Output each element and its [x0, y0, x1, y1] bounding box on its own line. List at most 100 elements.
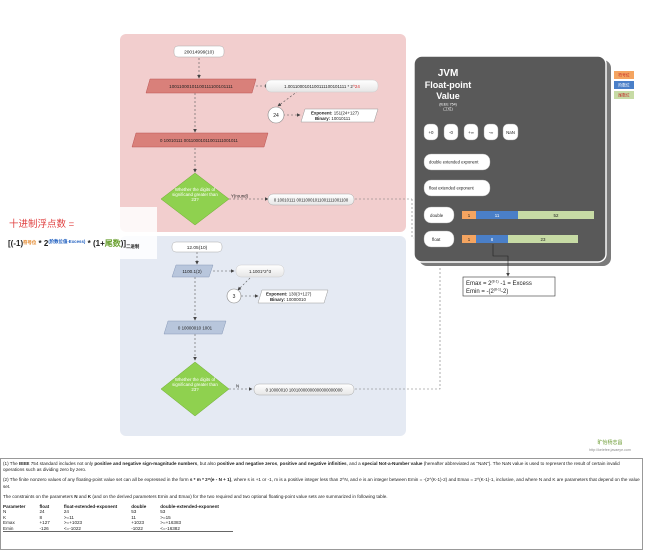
- ieee-notes: (1) The IEEE 754 standard includes not o…: [0, 458, 643, 550]
- blue-decision-diamond: [160, 361, 230, 417]
- note3-k: K: [87, 493, 92, 499]
- emin-line: Emin = -(2(8-1)-2): [466, 288, 508, 296]
- note1-pre: (1) The: [3, 461, 19, 466]
- note3-pre: The constraints on the parameters: [3, 493, 75, 499]
- table-cell: >=15: [160, 514, 171, 520]
- note3-mid: and: [77, 493, 88, 499]
- note1-bold-4: special Not-a-Number value: [361, 461, 423, 466]
- emax-emin-box: [462, 276, 556, 297]
- special-neg-zero: [443, 123, 459, 141]
- float-conversion-diagram: 20014999(10) 10011000101100111100101111 …: [8, 34, 634, 452]
- note2-formula: s * m * 2^(e - N + 1): [189, 477, 232, 483]
- red-exponent-badge-text: 24: [273, 113, 279, 119]
- float-exponent-bits-text: 8: [491, 237, 494, 242]
- note1-mid: 754 standard includes not only: [29, 461, 95, 466]
- float-mantissa-bits-text: 23: [541, 237, 546, 242]
- blue-exponent-badge: [226, 288, 242, 304]
- formula-open: [(-1): [8, 239, 23, 248]
- special-nan-text: NaN: [506, 130, 515, 135]
- double-mantissa-bits-text: 52: [554, 213, 559, 218]
- table-cell: <=-16382: [160, 525, 180, 531]
- jvm-title-2: Float-point: [425, 80, 472, 90]
- table-row: Emax +127 >=+1023 +1023 >=+16383: [3, 520, 233, 525]
- special-neg-zero-text: -0: [449, 130, 453, 135]
- emax-post: -1 = Excess: [499, 281, 532, 287]
- blue-assembled-text: 0 10000010 1001: [178, 326, 213, 331]
- table-cell: -126: [39, 525, 49, 531]
- note1-sep: ,: [277, 461, 280, 466]
- note-paragraph-1: (1) The IEEE 754 standard includes not o…: [3, 461, 640, 473]
- table-row: N 24 24 53 53: [3, 509, 233, 514]
- red-binary-label: Binary:: [315, 116, 331, 121]
- emax-line: Emax = 2(8-1) -1 = Excess: [466, 280, 532, 288]
- parameter-table-header: Parameter float float-extended-exponent …: [3, 504, 233, 509]
- blue-binary-line: Binary: 10000010: [270, 297, 306, 302]
- special-pos-inf-text: +∞: [468, 130, 474, 135]
- red-decision-diamond: [160, 172, 230, 226]
- blue-exponent-box: [257, 289, 329, 304]
- table-rule-cell: [3, 531, 233, 533]
- th-parameter: Parameter: [3, 504, 26, 510]
- double-sign-bits: [462, 211, 476, 219]
- formula-mantissa: 尾数: [104, 238, 122, 248]
- red-exponent-badge: [267, 106, 285, 124]
- red-normalized-exponent: ^24: [353, 84, 361, 89]
- blue-exponent-value: 130(3+127): [289, 292, 312, 297]
- jvm-title-3: Value: [436, 91, 460, 101]
- table-cell: >=+1023: [63, 520, 83, 526]
- red-binary-value: 10010111: [331, 116, 350, 121]
- note-paragraph-3: The constraints on the parameters N and …: [3, 494, 640, 500]
- table-cell: -1022: [131, 525, 143, 531]
- blue-decision-label-wrap: Whether the digits of significand greate…: [172, 377, 218, 392]
- double-mantissa-bits: [518, 211, 594, 219]
- blue-padded-box: [253, 383, 355, 396]
- formula-title: 十进制浮点数 =: [9, 218, 75, 230]
- table-rule: [3, 531, 233, 533]
- jvm-specials: +0 -0 +∞ -∞ NaN: [423, 123, 519, 141]
- red-rounded-text: 0 10010111 00110001011001111001100: [274, 198, 349, 203]
- red-yes-label: Y(round): [231, 194, 249, 199]
- jvm-title-1: JVM: [438, 68, 459, 79]
- blue-binary-label: Binary:: [270, 297, 286, 302]
- note1-ieee: IEEE: [19, 461, 30, 466]
- type-float-text: float: [432, 237, 441, 242]
- table-row: K 8 >=11 11 >=15: [3, 515, 233, 520]
- double-bit-layout: 1 11 52: [462, 211, 594, 219]
- table-cell: >=+16383: [160, 520, 182, 526]
- float-sign-bits: [462, 235, 476, 243]
- jvm-subtitle: (工位): [443, 106, 453, 111]
- special-neg-inf: [483, 123, 499, 141]
- red-normalized-text: 1.0011000101100111100101111 * 2^24: [284, 84, 360, 89]
- red-normalized-mantissa: 1.0011000101100111100101111 * 2: [284, 84, 353, 89]
- type-float-extended-text: float extended exponent: [429, 186, 475, 191]
- red-exponent-line: Exponent: 151(24+127): [311, 111, 359, 116]
- red-input-box: [173, 45, 225, 58]
- legend-exponent-label: 阶数位: [618, 83, 630, 88]
- note1-mid2: , but also: [197, 461, 218, 466]
- red-exponent-value: 151(24+127): [334, 111, 360, 116]
- blue-padded-text: 0 10000010 10010000000000000000000: [266, 388, 344, 393]
- red-normalized-box: [265, 79, 379, 93]
- note3-post: (and on the derived parameters Emin and …: [91, 493, 388, 499]
- float-mantissa-bits: [508, 235, 578, 243]
- note1-mid3: , and a: [346, 461, 362, 466]
- formula-close: )]: [121, 239, 127, 248]
- double-exponent-bits-text: 11: [495, 213, 500, 218]
- note1-bold-2: positive and negative zeros: [217, 461, 278, 466]
- table-cell: 8: [39, 514, 43, 520]
- blue-normalized-box: [235, 264, 285, 278]
- table-cell: <=-1022: [63, 525, 81, 531]
- table-cell: 53: [160, 509, 166, 515]
- type-double-extended: [423, 153, 491, 171]
- formula-sign: 符号位: [23, 239, 37, 246]
- formula-base: 二进制: [126, 243, 140, 250]
- legend-mantissa-label: 尾数位: [618, 93, 630, 98]
- legend-mantissa-swatch: [614, 91, 634, 99]
- red-assembled-box: [131, 132, 269, 148]
- blue-binary-text: 1100.1(2): [182, 269, 202, 274]
- table-cell: >=11: [63, 514, 74, 520]
- table-cell: Emax: [3, 520, 15, 526]
- table-row: Emin -126 <=-1022 -1022 <=-16382: [3, 526, 233, 532]
- red-rounded-box: [267, 193, 355, 206]
- special-pos-zero: [423, 123, 439, 141]
